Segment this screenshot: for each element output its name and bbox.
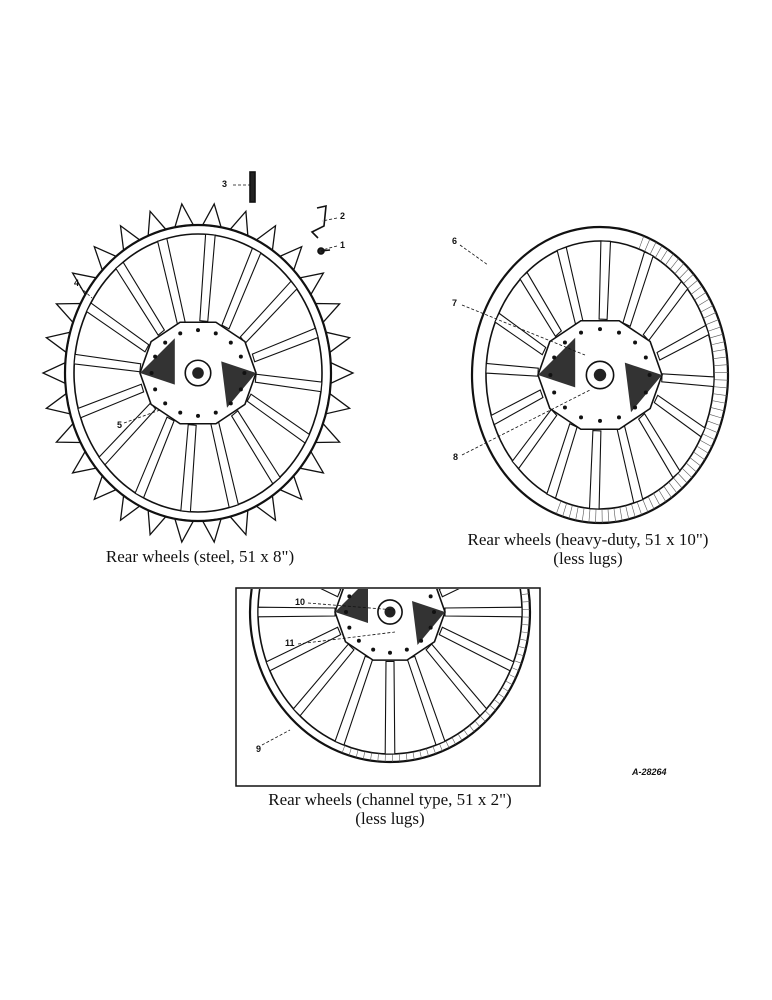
caption-steel-wheel: Rear wheels (steel, 51 x 8"): [105, 547, 295, 566]
caption-channel-wheel: Rear wheels (channel type, 51 x 2") (les…: [230, 790, 550, 828]
callout-6: 6: [452, 236, 458, 246]
channel-wheel-frame: [235, 587, 541, 787]
callout-2: 2: [340, 211, 346, 221]
callout-4: 4: [74, 278, 80, 288]
caption-heavy-duty-wheel: Rear wheels (heavy-duty, 51 x 10") (less…: [428, 530, 748, 568]
callout-7: 7: [452, 298, 458, 308]
steel-rear-wheel-drawing: [41, 202, 355, 544]
callout-9: 9: [256, 744, 262, 754]
callout-8: 8: [453, 452, 459, 462]
channel-type-rear-wheel-drawing: [248, 589, 532, 764]
callout-1: 1: [340, 240, 346, 250]
small-parts: [249, 171, 331, 255]
callout-10: 10: [295, 597, 306, 607]
callout-5: 5: [117, 420, 123, 430]
heavy-duty-rear-wheel-drawing: [470, 225, 730, 525]
callout-3: 3: [222, 179, 228, 189]
caption-heavy-duty-line1: Rear wheels (heavy-duty, 51 x 10"): [467, 530, 709, 549]
leader-lines: [79, 184, 591, 746]
figure-id: A-28264: [632, 767, 667, 777]
caption-channel-line2: (less lugs): [355, 809, 425, 828]
callout-11: 11: [285, 638, 295, 648]
caption-heavy-duty-line2: (less lugs): [553, 549, 623, 568]
caption-channel-line1: Rear wheels (channel type, 51 x 2"): [268, 790, 512, 809]
